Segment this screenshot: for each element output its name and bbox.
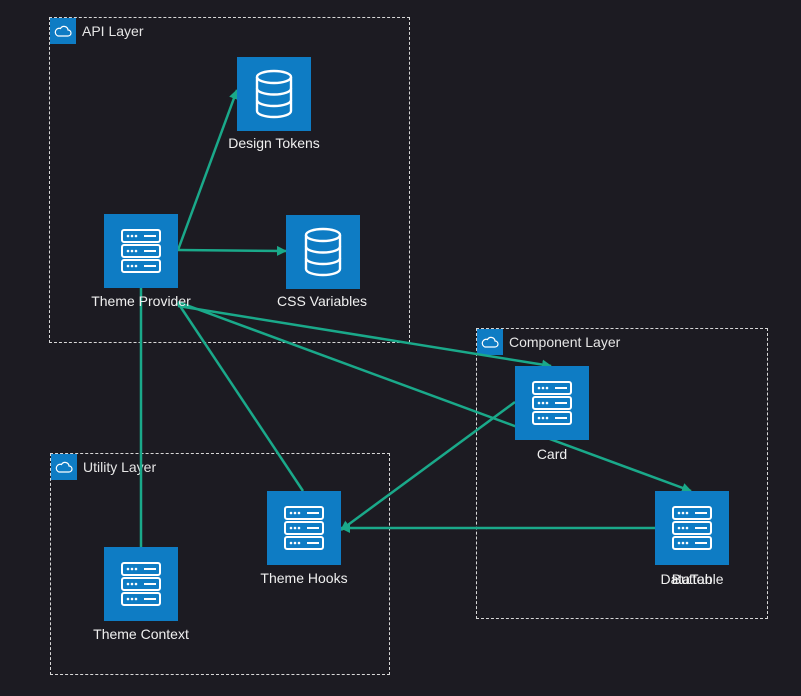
edge-card-to-hooks xyxy=(340,400,516,532)
theme-context-node[interactable] xyxy=(104,547,178,621)
card-label: Card xyxy=(536,446,568,462)
datatable-node[interactable] xyxy=(655,491,729,565)
theme-provider-label: Theme Provider xyxy=(91,293,191,309)
edge-provider-to-card xyxy=(177,304,552,370)
theme-provider-node[interactable] xyxy=(104,214,178,288)
design-tokens-node[interactable] xyxy=(237,57,311,131)
theme-hooks-label: Theme Hooks xyxy=(260,570,348,586)
cloud-icon xyxy=(477,329,503,355)
card-node[interactable] xyxy=(515,366,589,440)
theme-hooks-node[interactable] xyxy=(267,491,341,565)
css-variables-node[interactable] xyxy=(286,215,360,289)
button-label: Button xyxy=(671,571,713,587)
server-icon xyxy=(532,381,572,425)
database-icon xyxy=(255,69,293,119)
datatable-label: DataTable xyxy=(660,571,724,587)
utility-layer-header: Utility Layer xyxy=(51,454,156,480)
design-tokens-label: Design Tokens xyxy=(228,135,320,151)
component-layer-header: Component Layer xyxy=(477,329,620,355)
edge-provider-to-datatable xyxy=(177,300,692,493)
api-layer-label: API Layer xyxy=(82,23,144,39)
server-icon xyxy=(284,506,324,550)
server-icon xyxy=(672,506,712,550)
cloud-icon xyxy=(51,454,77,480)
css-variables-label: CSS Variables xyxy=(276,293,368,309)
cloud-icon xyxy=(50,18,76,44)
edge-provider-to-css-variables xyxy=(177,245,287,256)
api-layer-header: API Layer xyxy=(50,18,143,44)
server-icon xyxy=(121,562,161,606)
component-layer-label: Component Layer xyxy=(509,334,621,350)
edge-provider-to-design-tokens xyxy=(176,89,239,251)
utility-layer-label: Utility Layer xyxy=(83,459,157,475)
edge-hooks-to-provider xyxy=(176,302,305,492)
component-layer-group: Component Layer xyxy=(476,328,768,619)
theme-context-label: Theme Context xyxy=(93,626,189,642)
utility-layer-group: Utility Layer xyxy=(50,453,390,675)
server-icon xyxy=(121,229,161,273)
database-icon xyxy=(304,227,342,277)
api-layer-group: API Layer xyxy=(49,17,410,343)
